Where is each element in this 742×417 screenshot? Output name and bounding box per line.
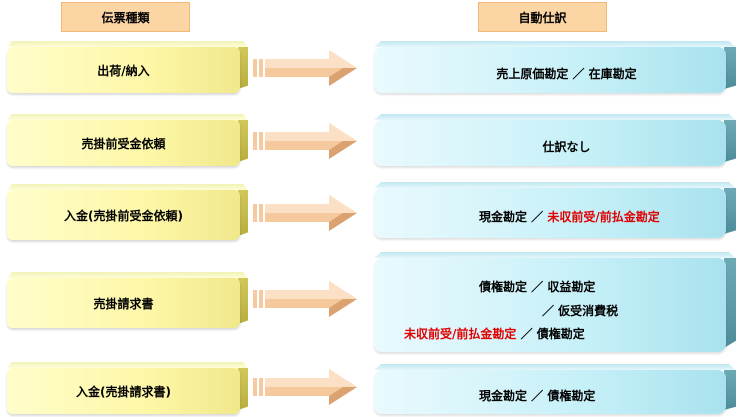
doc-label: 入金(売掛請求書) <box>76 384 171 399</box>
doc-box-shipment: 出荷/納入 <box>7 41 248 93</box>
journal-text: ／ 仮受消費税 <box>542 304 619 318</box>
doc-label: 入金(売掛前受金依頼) <box>64 208 183 223</box>
header-auto-journal: 自動仕訳 <box>478 2 607 32</box>
arrow-right-icon <box>253 195 357 231</box>
journal-text: ／ 債権勘定 <box>516 327 585 341</box>
journal-text: 仕訳なし <box>542 140 591 154</box>
journal-box-5: 現金勘定 ／ 債権勘定 <box>374 364 736 414</box>
journal-text: 売上原価勘定 ／ 在庫勘定 <box>496 67 637 81</box>
doc-box-payment-invoice: 入金(売掛請求書) <box>7 362 248 414</box>
header-document-type: 伝票種類 <box>61 2 190 32</box>
journal-text: 現金勘定 ／ <box>479 210 548 224</box>
journal-text-red: 未収前受/前払金勘定 <box>547 210 660 224</box>
doc-box-payment-advance: 入金(売掛前受金依頼) <box>7 184 248 240</box>
arrow-right-icon <box>253 281 357 317</box>
journal-text: 現金勘定 ／ 債権勘定 <box>479 389 596 403</box>
doc-box-ar-invoice: 売掛請求書 <box>7 272 248 328</box>
journal-box-4: 債権勘定 ／ 収益勘定 ／ 仮受消費税 未収前受/前払金勘定 ／ 債権勘定 <box>374 252 736 352</box>
journal-box-1: 売上原価勘定 ／ 在庫勘定 <box>374 41 736 93</box>
arrow-right-icon <box>253 123 357 159</box>
journal-box-3: 現金勘定 ／ 未収前受/前払金勘定 <box>374 182 736 238</box>
header-document-type-label: 伝票種類 <box>101 10 150 25</box>
journal-text-red: 未収前受/前払金勘定 <box>404 327 517 341</box>
doc-label: 売掛前受金依頼 <box>81 136 166 151</box>
doc-box-ar-advance-request: 売掛前受金依頼 <box>7 114 248 166</box>
doc-label: 出荷/納入 <box>97 63 150 78</box>
arrow-right-icon <box>253 50 357 86</box>
doc-label: 売掛請求書 <box>93 296 154 311</box>
header-auto-journal-label: 自動仕訳 <box>518 10 567 25</box>
arrow-right-icon <box>253 369 357 405</box>
journal-box-2: 仕訳なし <box>374 114 736 166</box>
journal-text: 債権勘定 ／ 収益勘定 <box>479 280 596 294</box>
